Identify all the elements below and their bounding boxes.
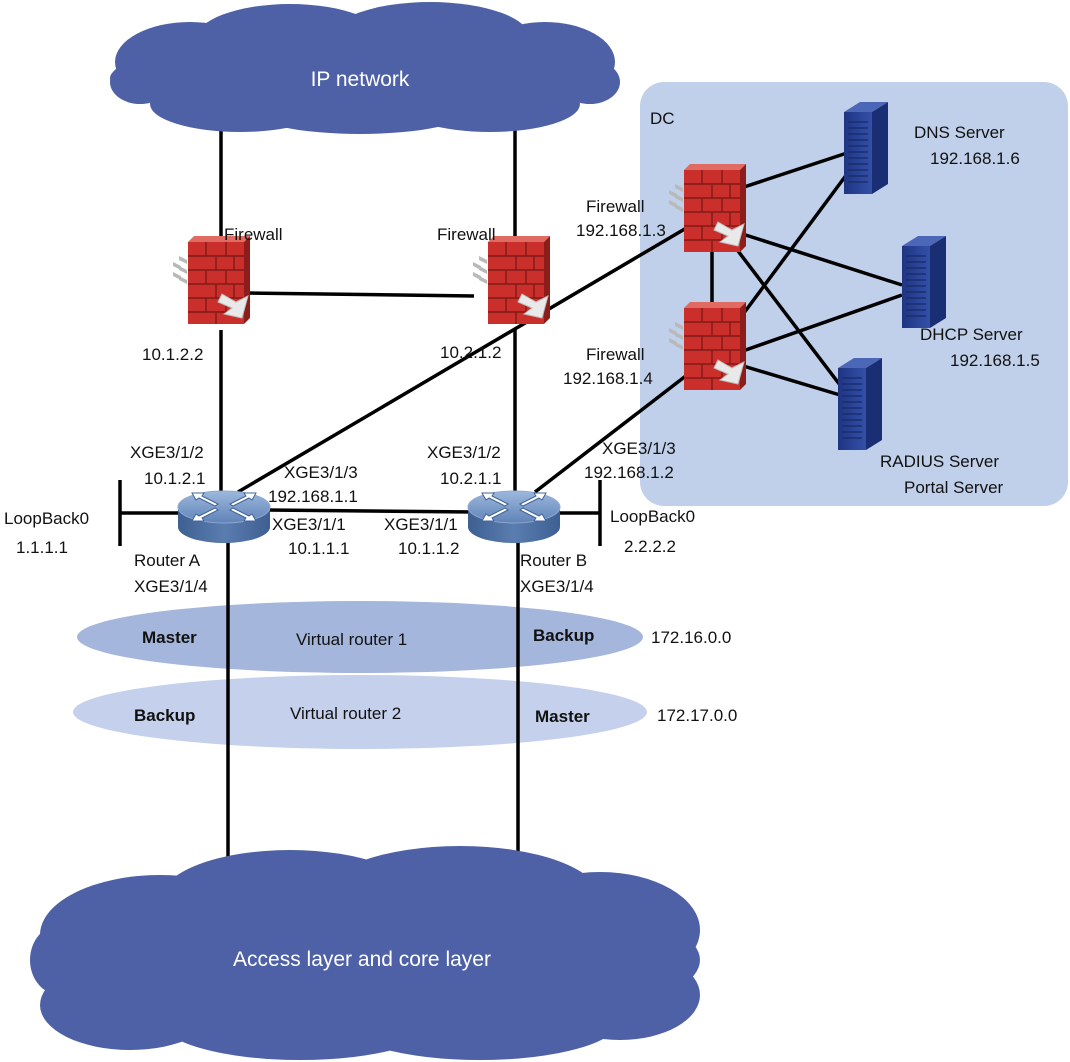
router-a-icon <box>177 490 271 544</box>
dhcp-server-ip: 192.168.1.5 <box>950 351 1040 370</box>
ip-network-label: IP network <box>311 68 410 91</box>
router-a-if-down: XGE3/1/4 <box>134 577 208 596</box>
router-a-if-up: XGE3/1/2 <box>130 443 204 462</box>
router-b-loopback-ip: 2.2.2.2 <box>624 537 676 556</box>
dc-area <box>640 82 1068 506</box>
vr2-name: Virtual router 2 <box>290 704 401 723</box>
firewall-dc-bottom-ip: 192.168.1.4 <box>563 369 653 388</box>
router-b-if-peer: XGE3/1/1 <box>384 515 458 534</box>
vr1-router-b-role: Backup <box>533 626 594 645</box>
router-b-icon <box>467 490 561 544</box>
vr2-router-b-role: Master <box>535 707 590 726</box>
router-b-if-up-ip: 10.2.1.1 <box>440 469 501 488</box>
firewall-left-name: Firewall <box>224 225 283 244</box>
links <box>120 120 903 890</box>
router-a-name: Router A <box>134 551 201 570</box>
vr2-router-a-role: Backup <box>134 706 195 725</box>
router-a-if-up-ip: 10.1.2.1 <box>144 469 205 488</box>
dns-server-name: DNS Server <box>914 123 1005 142</box>
router-a-if-peer: XGE3/1/1 <box>272 515 346 534</box>
router-b-if-down: XGE3/1/4 <box>520 577 594 596</box>
firewall-dc-top-name: Firewall <box>586 197 645 216</box>
vr2-network: 172.17.0.0 <box>657 706 737 725</box>
router-b-if-peer-ip: 10.1.1.2 <box>398 539 459 558</box>
radius-server-icon <box>837 357 883 451</box>
router-b-name: Router B <box>520 551 587 570</box>
firewall-dc-top-ip: 192.168.1.3 <box>576 221 666 240</box>
dhcp-server-name: DHCP Server <box>920 325 1023 344</box>
router-a-if-dc: XGE3/1/3 <box>284 463 358 482</box>
router-b-if-dc: XGE3/1/3 <box>602 439 676 458</box>
router-b-if-dc-ip: 192.168.1.2 <box>584 463 674 482</box>
dhcp-server-icon <box>901 235 947 329</box>
vr1-name: Virtual router 1 <box>296 630 407 649</box>
access-core-label: Access layer and core layer <box>233 948 491 971</box>
firewall-icon <box>172 235 251 325</box>
router-a-loopback: LoopBack0 <box>4 509 89 528</box>
router-b-if-up: XGE3/1/2 <box>427 443 501 462</box>
vr1-router-a-role: Master <box>142 628 197 647</box>
virtual-router-2-area <box>73 675 647 749</box>
firewall-dc-bottom-name: Firewall <box>586 345 645 364</box>
access-core-cloud <box>30 846 700 1060</box>
router-a-if-peer-ip: 10.1.1.1 <box>288 539 349 558</box>
virtual-router-1-area <box>77 601 643 673</box>
firewall-mid-name: Firewall <box>437 225 496 244</box>
portal-server-name: Portal Server <box>904 478 1004 497</box>
radius-server-name: RADIUS Server <box>880 452 999 471</box>
router-a-if-dc-ip: 192.168.1.1 <box>268 487 358 506</box>
firewall-icon <box>472 235 551 325</box>
firewall-left-ip: 10.1.2.2 <box>142 345 203 364</box>
dns-server-icon <box>843 101 889 195</box>
vr1-network: 172.16.0.0 <box>651 628 731 647</box>
router-a-loopback-ip: 1.1.1.1 <box>16 538 68 557</box>
dc-label: DC <box>650 109 675 128</box>
router-b-loopback: LoopBack0 <box>610 507 695 526</box>
firewall-mid-ip: 10.2.1.2 <box>440 343 501 362</box>
dns-server-ip: 192.168.1.6 <box>930 149 1020 168</box>
ip-network-cloud <box>110 2 620 134</box>
